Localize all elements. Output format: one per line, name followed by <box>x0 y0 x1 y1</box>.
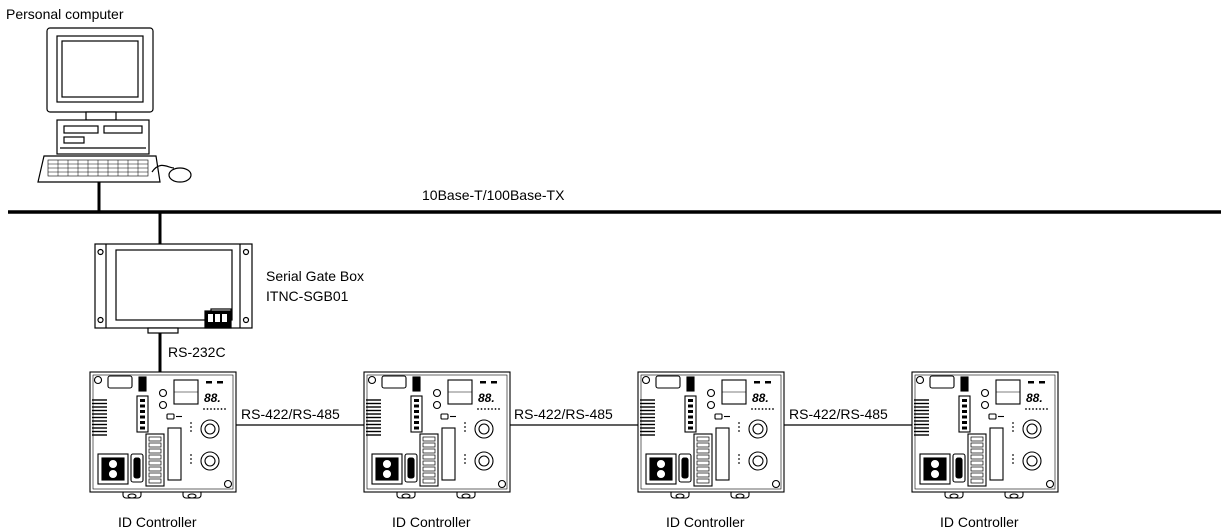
network-label: 10Base-T/100Base-TX <box>422 187 564 203</box>
controller-label-1: ID Controller <box>118 514 197 530</box>
gateway-name: Serial Gate Box <box>266 268 364 284</box>
serial-link-label: RS-232C <box>168 344 226 360</box>
id-controller-icon: 88. <box>638 372 784 498</box>
seven-segment-display: 88. <box>204 391 221 405</box>
seven-segment-display: 88. <box>752 391 769 405</box>
controller-label-4: ID Controller <box>940 514 1019 530</box>
gateway-model: ITNC-SGB01 <box>266 288 348 304</box>
personal-computer-icon <box>38 28 191 182</box>
id-controller-icon: 88. <box>912 372 1058 498</box>
id-controller-icon: 88. <box>364 372 510 498</box>
serial-gate-box-icon <box>95 244 252 333</box>
bus-link-label-2: RS-422/RS-485 <box>514 406 613 422</box>
bus-link-label-1: RS-422/RS-485 <box>241 406 340 422</box>
seven-segment-display: 88. <box>1026 391 1043 405</box>
id-controller-icon: 88. <box>90 372 236 498</box>
pc-label: Personal computer <box>6 6 124 22</box>
bus-link-label-3: RS-422/RS-485 <box>789 406 888 422</box>
controller-label-3: ID Controller <box>666 514 745 530</box>
controller-label-2: ID Controller <box>392 514 471 530</box>
seven-segment-display: 88. <box>478 391 495 405</box>
